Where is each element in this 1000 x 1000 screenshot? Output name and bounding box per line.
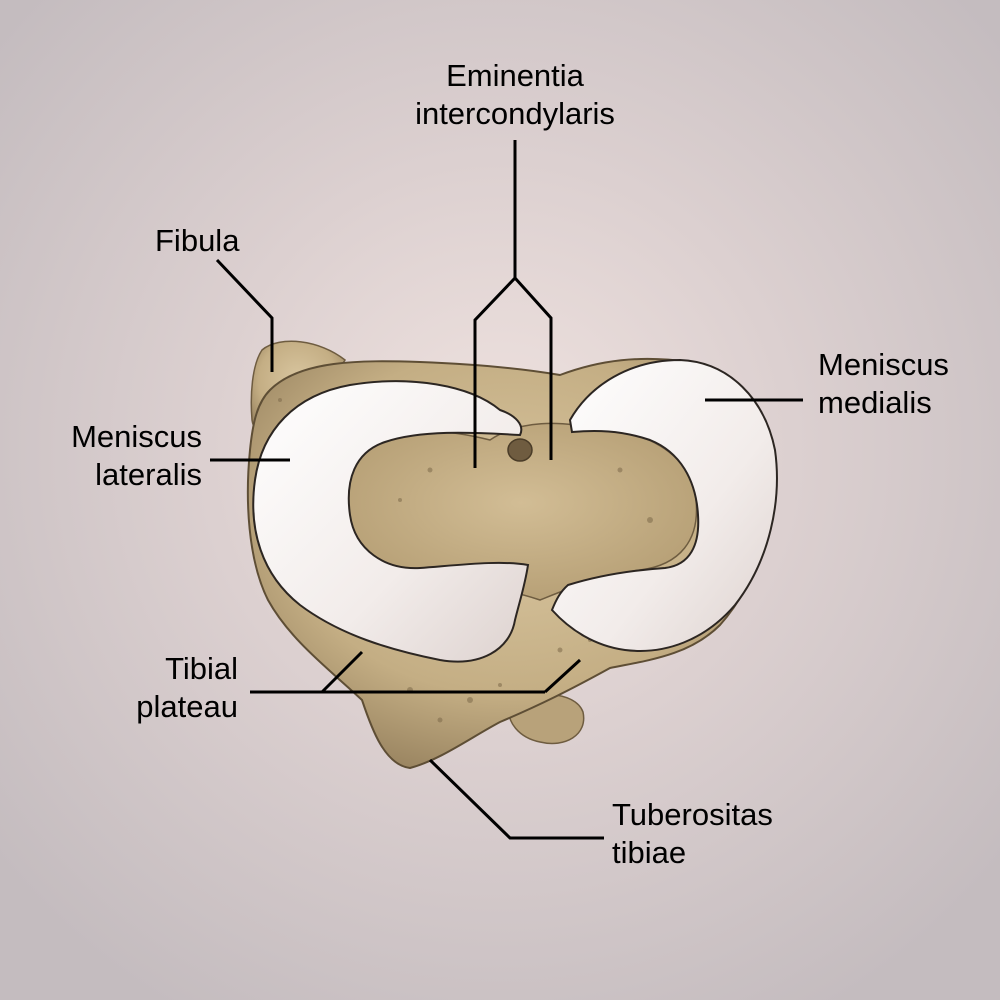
label-tuberositas-tibiae: Tuberositas tibiae [612, 796, 773, 872]
label-meniscus-lateralis: Meniscus lateralis [40, 418, 202, 494]
label-line: Fibula [155, 223, 240, 258]
leader-lines [210, 140, 803, 840]
label-line: Meniscus [71, 419, 202, 454]
label-line: tibiae [612, 835, 687, 870]
eminentia-leader-branch [513, 276, 553, 460]
label-fibula: Fibula [155, 222, 239, 260]
label-eminentia-intercondylaris: Eminentia intercondylaris [395, 57, 635, 133]
label-line: lateralis [95, 457, 202, 492]
label-line: plateau [136, 689, 238, 724]
label-line: Meniscus [818, 347, 949, 382]
meniscus-lateralis-shape [252, 380, 530, 663]
tuberositas-leader [428, 758, 604, 840]
meniscus-medialis-shape [550, 358, 778, 652]
label-line: Eminentia [446, 58, 584, 93]
label-line: Tuberositas [612, 797, 773, 832]
eminence-pit [507, 438, 533, 462]
fibula-leader [215, 258, 274, 372]
eminentia-leader [473, 140, 517, 468]
label-line: medialis [818, 385, 932, 420]
tibial-plateau-leader-left [320, 650, 364, 694]
label-line: intercondylaris [415, 96, 615, 131]
label-tibial-plateau: Tibial plateau [100, 650, 238, 726]
label-line: Tibial [165, 651, 238, 686]
tibial-plateau-leader-right [543, 658, 582, 694]
label-meniscus-medialis: Meniscus medialis [818, 346, 949, 422]
